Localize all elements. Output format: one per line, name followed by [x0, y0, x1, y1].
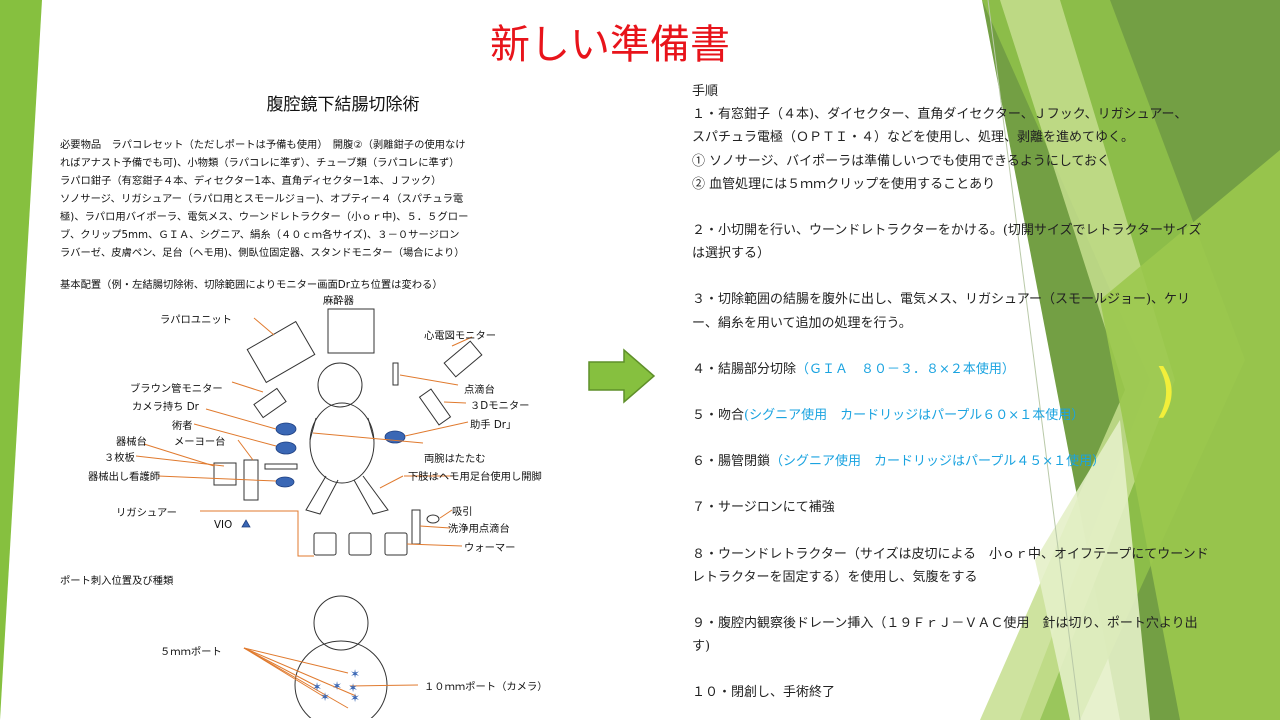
label-ligasure: リガシュアー [116, 507, 177, 519]
step-5-text: ５・吻合 [692, 408, 745, 424]
step-1-line: ② 血管処理には５ｍｍクリップを使用することあり [692, 176, 996, 192]
warmer-box [384, 532, 408, 556]
label-assistant-dr: 助手 Dr」 [470, 419, 517, 431]
label-monitor-3d: ３Dモニター [470, 400, 530, 412]
patient-legs [305, 475, 389, 515]
lap-unit-shape [246, 320, 316, 384]
port-star-icon: ✶ [332, 679, 342, 693]
label-suction: 吸引 [452, 506, 473, 518]
label-wash-iv: 洗浄用点滴台 [448, 523, 510, 535]
vio-marker [241, 519, 251, 528]
port-star-icon: ✶ [350, 667, 360, 681]
port-head [313, 595, 369, 651]
label-iv-stand: 点滴台 [464, 384, 495, 396]
label-camera-dr: カメラ持ち Dr [132, 401, 199, 413]
surgeon-position [275, 441, 297, 455]
patient-body [309, 402, 375, 484]
scrub-nurse-position [275, 476, 295, 488]
step-3-line: ３・切除範囲の結腸を腹外に出し、電気メス、リガシュアー（スモールジョー)、ケリ [692, 292, 1191, 308]
suction-shape [426, 514, 440, 524]
step-4-note: （ＧＩＡ ８０－３．８×２本使用） [796, 361, 1015, 377]
supplies-line: ブ、クリップ5mm、ＧＩＡ、シグニア、絹糸（４０ｃｍ各サイズ)、３－０サージロン [60, 229, 460, 241]
iv-stand-shape [392, 362, 399, 386]
ligasure-box [313, 532, 337, 556]
right-facet-pale [1035, 420, 1150, 720]
label-three-boards: ３枚板 [104, 452, 135, 464]
label-port-10mm: １０ｍｍポート（カメラ） [424, 681, 548, 693]
right-arrow-icon [588, 348, 656, 404]
layout-heading: 基本配置（例・左結腸切除術、切除範囲によりモニター画面Dr立ち位置は変わる） [60, 279, 443, 291]
port-star-icon: ✶ [348, 681, 358, 695]
wash-iv-shape [411, 509, 421, 545]
step-6-text: ６・腸管閉鎖 [692, 454, 771, 470]
instrument-table-shape [213, 462, 237, 486]
three-boards-shape [264, 463, 298, 470]
label-arms-folded: 両腕はたたむ [424, 453, 486, 465]
port-markers: ✶ ✶ ✶ ✶ ✶ ✶ [312, 667, 360, 705]
step-1-line: ① ソノサージ、バイポーラは準備しいつでも使用できるようにしておく [692, 153, 1111, 169]
room-layout-diagram: ✶ ✶ ✶ ✶ ✶ ✶ [135, 308, 483, 718]
label-scrub-nurse: 器械出し看護師 [88, 471, 161, 483]
step-4-text: ４・結腸部分切除 [692, 361, 797, 377]
supplies-line: 極)、ラパロ用バイポーラ、電気メス、ウーンドレトラクター（小ｏｒ中)、５．５グロ… [60, 211, 469, 223]
label-braun-monitor: ブラウン管モニター [130, 383, 223, 395]
supplies-line: ラバーゼ、皮膚ペン、足台（ヘモ用)、側臥位固定器、スタンドモニター（場合により） [60, 247, 465, 259]
label-instrument-table: 器械台 [116, 436, 147, 448]
port-star-icon: ✶ [350, 691, 360, 705]
step-5: ５・吻合(シグニア使用 カードリッジはパープル６０×１本使用） [692, 404, 1272, 427]
step-2-line: ２・小切開を行い、ウーンドレトラクターをかける。(切開サイズでレトラクターサイズ [692, 223, 1202, 239]
label-mayo-table: メーヨー台 [174, 436, 226, 448]
port-heading: ポート刺入位置及び種類 [60, 575, 174, 587]
supplies-line: ればアナスト予備でも可)、小物類（ラパコレに準ず）、チューブ類（ラパコレに準ず） [60, 157, 460, 169]
supplies-line: ソノサージ、リガシュアー（ラパロ用とスモールジョー)、オプティー４（スパチュラ電 [60, 193, 464, 205]
step-6: ６・腸管閉鎖（シグニア使用 カードリッジはパープル４５×１使用） [692, 450, 1272, 473]
step-3-line: ー、絹糸を用いて追加の処理を行う。 [692, 315, 912, 331]
step-4: ４・結腸部分切除（ＧＩＡ ８０－３．８×２本使用） [692, 358, 1272, 381]
step-2-line: は選択する） [692, 246, 771, 262]
step-9-line: す) [692, 639, 711, 655]
monitor-3d-shape [418, 388, 452, 426]
right-facet-bright [1100, 150, 1280, 720]
step-1-line: スパチュラ電極（ＯＰＴＩ・４）などを使用し、処理、剥離を進めてゆく。 [692, 130, 1135, 146]
port-star-icon: ✶ [312, 680, 322, 694]
supplies-line: ラパロ鉗子（有窓鉗子４本、ディセクター1本、直角ディセクター1本、Ｊフック） [60, 175, 442, 187]
facet-line [987, 0, 1081, 720]
label-legs: 下肢はヘモ用足台使用し開脚 [408, 471, 542, 483]
label-port-5mm: ５ｍｍポート [160, 646, 222, 658]
ecg-monitor-shape [443, 340, 483, 378]
step-10-line: １０・閉創し、手術終了 [692, 685, 836, 701]
document-title: 腹腔鏡下結腸切除術 [266, 95, 420, 115]
left-green-shape [0, 0, 42, 720]
step-8-line: レトラクターを固定する）を使用し、気腹をする [692, 569, 978, 585]
label-anesthesia: 麻酔器 [323, 295, 354, 307]
patient-arms [309, 417, 375, 441]
patient-head [317, 362, 363, 408]
decorative-parenthesis: ) [1154, 356, 1177, 424]
procedure-heading: 手順 [692, 84, 719, 99]
port-star-icon: ✶ [320, 690, 330, 704]
step-7-line: ７・サージロンにて補強 [692, 500, 835, 516]
slide-title: 新しい準備書 [490, 22, 730, 68]
step-6-note: （シグニア使用 カードリッジはパープル４５×１使用） [770, 454, 1106, 470]
label-vio: VIO [214, 519, 233, 531]
braun-monitor-shape [253, 387, 287, 419]
step-5-note: (シグニア使用 カードリッジはパープル６０×１本使用） [744, 408, 1085, 424]
document-panel: 腹腔鏡下結腸切除術 必要物品 ラパコレセット（ただしポートは予備も使用） 開腹②… [48, 78, 638, 718]
supplies-list: 必要物品 ラパコレセット（ただしポートは予備も使用） 開腹②（剥離鉗子の使用なけ… [60, 136, 630, 262]
label-ecg-monitor: 心電図モニター [424, 330, 497, 342]
step-8-line: ８・ウーンドレトラクター（サイズは皮切による 小ｏｒ中、オイフテープにてウーンド [692, 546, 1209, 562]
vio-box [348, 532, 372, 556]
supplies-line: 必要物品 ラパコレセット（ただしポートは予備も使用） 開腹②（剥離鉗子の使用なけ [60, 139, 466, 151]
label-lap-unit: ラパロユニット [160, 314, 232, 326]
step-9-line: ９・腹腔内観察後ドレーン挿入（１９ＦｒＪ－ＶＡＣ使用 針は切り、ポート穴より出 [692, 616, 1198, 632]
camera-dr-position [275, 422, 297, 436]
anesthesia-machine-shape [327, 308, 375, 354]
label-warmer: ウォーマー [464, 542, 516, 554]
step-1-line: １・有窓鉗子（４本)、ダイセクター、直角ダイセクター、Ｊフック、リガシュアー、 [692, 107, 1188, 123]
label-surgeon: 術者 [172, 420, 193, 432]
procedure-panel: 手順 １・有窓鉗子（４本)、ダイセクター、直角ダイセクター、Ｊフック、リガシュア… [692, 80, 1272, 705]
